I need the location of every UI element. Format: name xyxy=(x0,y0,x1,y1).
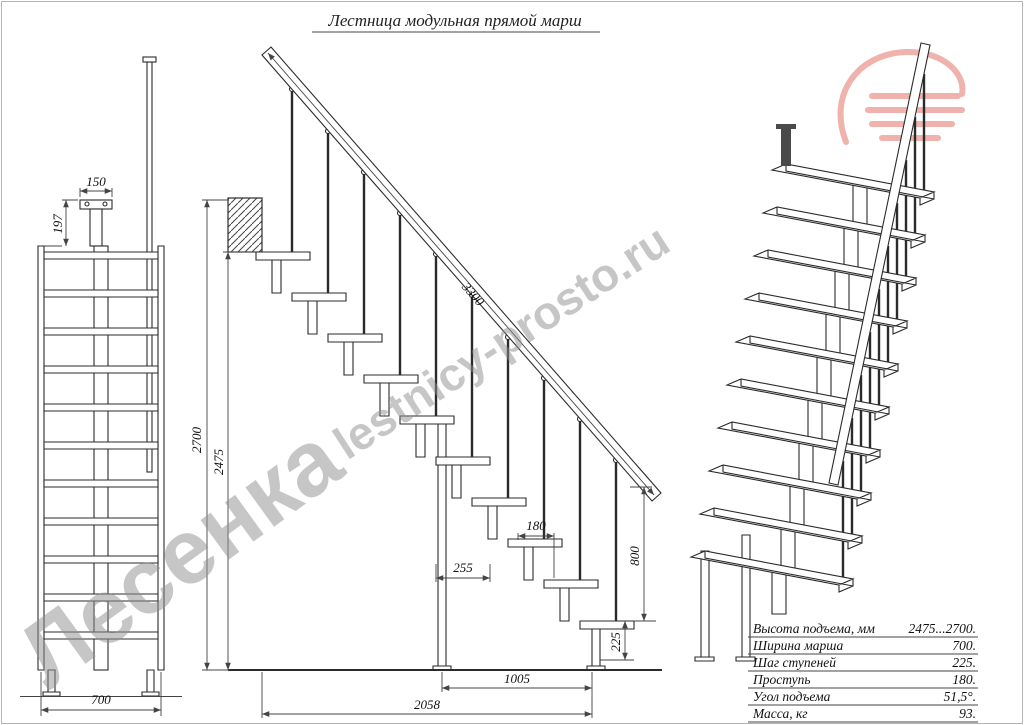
wall-slab xyxy=(227,197,263,253)
wall-bracket-flange xyxy=(776,124,796,129)
mount-post xyxy=(89,208,103,247)
dim-197-label: 197 xyxy=(50,214,65,234)
spec-value: 93. xyxy=(959,706,976,721)
spec-label: Шаг ступеней xyxy=(752,655,836,670)
page-title: Лестница модульная прямой марш xyxy=(327,11,581,30)
spec-table: Высота подъема, мм 2475...2700. Ширина м… xyxy=(748,621,978,723)
dim-1005-label: 1005 xyxy=(504,671,531,686)
handrail-cap xyxy=(142,56,157,63)
spec-label: Угол подъема xyxy=(753,689,831,704)
dim-225-label: 225 xyxy=(608,632,623,652)
dim-150-label: 150 xyxy=(86,174,106,189)
front-view: 150 197 700 xyxy=(20,56,182,716)
spec-value: 700. xyxy=(952,638,976,653)
central-spine xyxy=(93,245,109,671)
spec-value: 2475...2700. xyxy=(909,621,977,636)
spec-value: 225. xyxy=(952,655,976,670)
drawing-title: Лестница модульная прямой марш xyxy=(312,11,600,33)
side-view: 2700 2475 3300 180 255 800 225 1005 2058 xyxy=(189,46,662,718)
dim-2058-label: 2058 xyxy=(414,697,441,712)
feet xyxy=(42,691,160,697)
treads-front xyxy=(43,251,159,640)
dim-2700-label: 2700 xyxy=(189,427,204,454)
dim-800-label: 800 xyxy=(627,546,642,566)
dim-700-label: 700 xyxy=(91,692,111,707)
side-rails xyxy=(37,245,165,671)
spec-label: Высота подъема, мм xyxy=(753,621,875,636)
handrail-iso xyxy=(828,42,931,486)
feet-iso xyxy=(694,656,756,662)
spec-value: 51,5°. xyxy=(944,689,976,704)
front-view-dimensions: 150 197 700 xyxy=(40,174,162,716)
iso-view xyxy=(689,42,936,662)
spec-value: 180. xyxy=(952,672,976,687)
spec-label: Ширина марша xyxy=(752,638,843,653)
wall-bracket xyxy=(781,127,791,166)
side-view-dimensions: 2700 2475 3300 180 255 800 225 1005 2058 xyxy=(189,52,656,718)
dim-180-label: 180 xyxy=(526,518,546,533)
spec-label: Проступь xyxy=(752,672,811,687)
spec-label: Масса, кг xyxy=(752,706,808,721)
balusters-iso xyxy=(841,74,926,577)
dim-255-label: 255 xyxy=(453,560,473,575)
dim-2475-label: 2475 xyxy=(211,449,226,476)
brand-logo-icon xyxy=(837,48,966,145)
